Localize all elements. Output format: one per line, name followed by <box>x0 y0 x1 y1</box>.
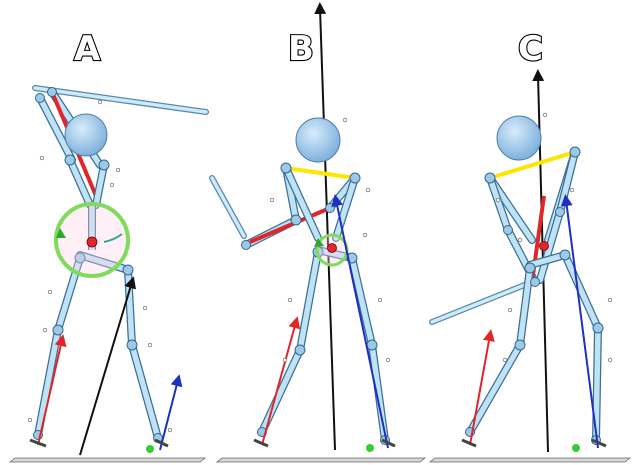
panel-b: B <box>209 2 427 463</box>
head-b <box>295 117 341 163</box>
panel-label-c: C <box>518 29 543 69</box>
legs-a <box>34 254 162 442</box>
joints-a <box>33 87 163 443</box>
ground-reaction-force-blue-c <box>560 194 599 449</box>
resultant-force-a <box>79 276 137 456</box>
center-of-mass-b <box>327 243 337 253</box>
head-a <box>64 113 108 157</box>
legs-c <box>466 251 602 444</box>
ground-reaction-force-blue-b <box>331 194 389 449</box>
panel-label-a: A <box>74 29 101 69</box>
head-c <box>496 115 542 161</box>
joints-c <box>465 146 604 445</box>
torso-b <box>282 164 359 242</box>
markers-a <box>27 99 173 433</box>
panel-a: A <box>8 28 209 463</box>
ground-plate-c <box>428 457 632 463</box>
center-of-mass-a <box>86 236 98 248</box>
contact-point-b <box>366 444 374 452</box>
shoulder-line-b <box>285 166 356 180</box>
contact-point-c <box>572 444 580 452</box>
panel-label-b: B <box>288 29 314 69</box>
contact-point-a <box>146 445 154 453</box>
ground-plate-a <box>8 457 207 463</box>
ground-reaction-force-blue-a <box>159 374 183 451</box>
markers-c <box>495 112 613 363</box>
ground-reaction-force-red-c <box>469 329 495 446</box>
center-of-mass-c <box>539 241 549 251</box>
ground-reaction-force-red-a <box>37 334 67 446</box>
joints-b <box>241 162 390 445</box>
panel-c: C <box>428 28 632 463</box>
shoulder-line-c <box>489 150 576 180</box>
markers-b <box>269 117 391 363</box>
ground-reaction-force-red-b <box>261 316 301 446</box>
resultant-force-b <box>314 2 336 451</box>
ground-plate-b <box>215 457 427 463</box>
